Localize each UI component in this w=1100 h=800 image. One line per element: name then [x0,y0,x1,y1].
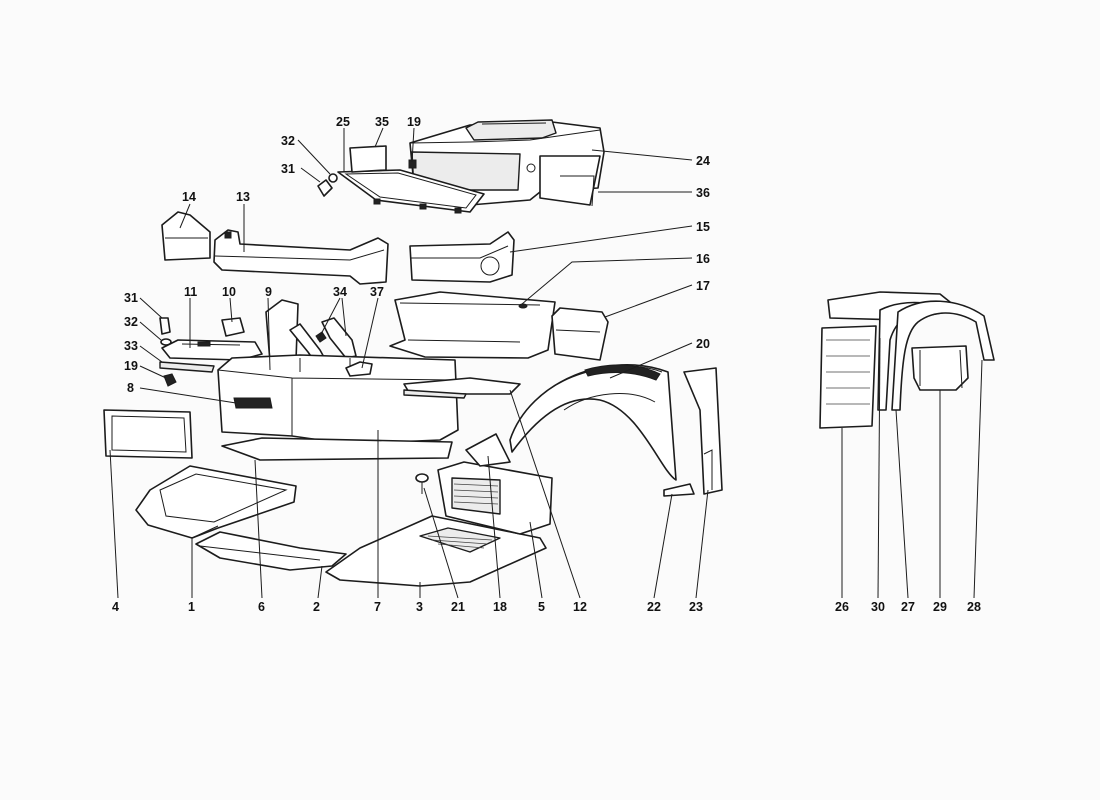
callout-2: 2 [313,600,320,614]
callout-27: 27 [901,600,915,614]
part-17-duct [551,307,609,361]
callout-32: 32 [124,315,138,329]
callout-19: 19 [124,359,138,373]
part-33-strip [159,361,215,373]
callout-11: 11 [184,285,197,299]
part-31-fastener-top [317,179,333,197]
part-3-floor [325,515,547,587]
part-5-grille-panel [437,461,553,535]
callout-37: 37 [370,285,384,299]
part-21-bolt [415,473,429,494]
part-11-lid [161,339,263,361]
part-19-clip [163,373,177,387]
callout-29: 29 [933,600,947,614]
part-2-strip [195,531,347,571]
part-19-clip-top [408,159,417,169]
callout-12: 12 [573,600,587,614]
callout-35: 35 [375,115,389,129]
callout-17: 17 [696,279,710,293]
callout-32-top: 32 [281,134,295,148]
part-10-bracket [221,317,245,337]
callout-34: 34 [333,285,347,299]
callout-9: 9 [265,285,272,299]
part-18-triangle-panel [465,433,511,467]
part-25-frame [337,169,485,214]
callout-13: 13 [236,190,250,204]
part-12-small-tray [403,377,521,399]
part-31-fastener [159,317,171,335]
callout-4: 4 [112,600,119,614]
callout-26: 26 [835,600,849,614]
part-15-tray [409,231,515,283]
callout-36: 36 [696,186,710,200]
callout-15: 15 [696,220,710,234]
part-26-30-27-29-28-rear-assembly [819,291,995,429]
callout-19-top: 19 [407,115,421,129]
callout-24: 24 [696,154,710,168]
part-35-panel [349,145,387,173]
callout-21: 21 [451,600,465,614]
callout-25: 25 [336,115,350,129]
callout-10: 10 [222,285,236,299]
callout-31: 31 [124,291,138,305]
part-14-end-cap [161,211,211,261]
part-32-washer [160,338,172,346]
callout-31-top: 31 [281,162,295,176]
part-7-main-box [217,354,459,445]
leader-lines [109,127,983,599]
part-13-channel [213,229,389,285]
callout-23: 23 [689,600,703,614]
callout-16: 16 [696,252,710,266]
part-8-latch [233,397,273,409]
part-22-23-pillar [663,367,723,497]
callout-30: 30 [871,600,885,614]
callout-8: 8 [127,381,134,395]
callout-labels: 25 35 19 32 31 24 36 14 13 15 16 17 20 3… [112,115,981,614]
part-32-washer-top [328,173,338,183]
part-16-floor-panel [389,291,556,359]
callout-3: 3 [416,600,423,614]
callout-18: 18 [493,600,507,614]
callout-5: 5 [538,600,545,614]
callout-14: 14 [182,190,196,204]
callout-28: 28 [967,600,981,614]
callout-1: 1 [188,600,195,614]
part-4-frame [103,409,193,459]
callout-7: 7 [374,600,381,614]
callout-33: 33 [124,339,138,353]
callout-20: 20 [696,337,710,351]
part-6-mat [221,437,453,461]
callout-22: 22 [647,600,661,614]
callout-6: 6 [258,600,265,614]
